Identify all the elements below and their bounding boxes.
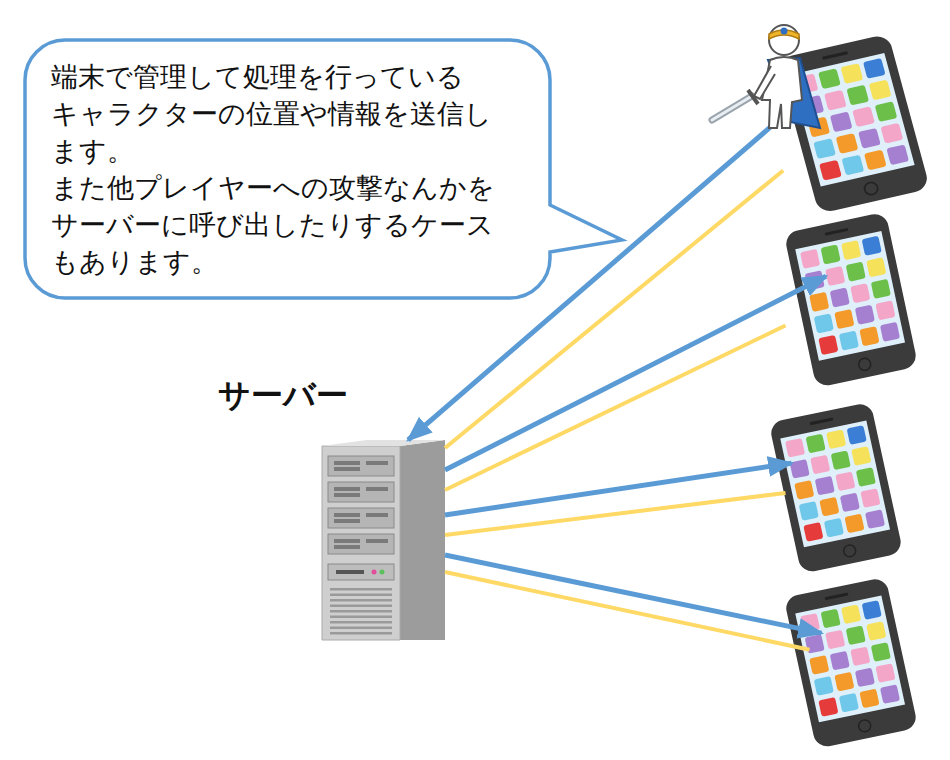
phone-shape (775, 215, 925, 385)
phone-body (777, 33, 930, 214)
server-label: サーバー (218, 374, 348, 418)
phone-shape (760, 405, 910, 571)
smartphone (770, 38, 935, 210)
data-arrow (445, 555, 822, 633)
phone-body (784, 212, 919, 388)
callout-text: また他プレイヤーへの攻撃なんかを サーバーに呼び出したりするケース もあります。 (51, 169, 521, 280)
phone-shape (770, 38, 935, 210)
server-body (322, 440, 445, 640)
bubble-outline (25, 40, 622, 298)
phone-body (784, 577, 919, 749)
server-tower: サーバー (322, 440, 445, 640)
smartphone (775, 580, 925, 746)
speech-bubble: 端末で管理して処理を行っている キャラクターの位置や情報を送信し ます。また他プ… (25, 40, 550, 298)
phone-body (769, 402, 904, 574)
smartphone (760, 405, 910, 571)
data-arrow (445, 276, 826, 470)
data-line (445, 572, 810, 650)
phone-shape (775, 580, 925, 746)
smartphone (775, 215, 925, 385)
data-line (445, 326, 786, 491)
data-arrow (445, 463, 792, 515)
server-shape (322, 440, 445, 640)
callout-text: 端末で管理して処理を行っている キャラクターの位置や情報を送信し ます。 (51, 58, 521, 169)
data-line (445, 493, 786, 535)
